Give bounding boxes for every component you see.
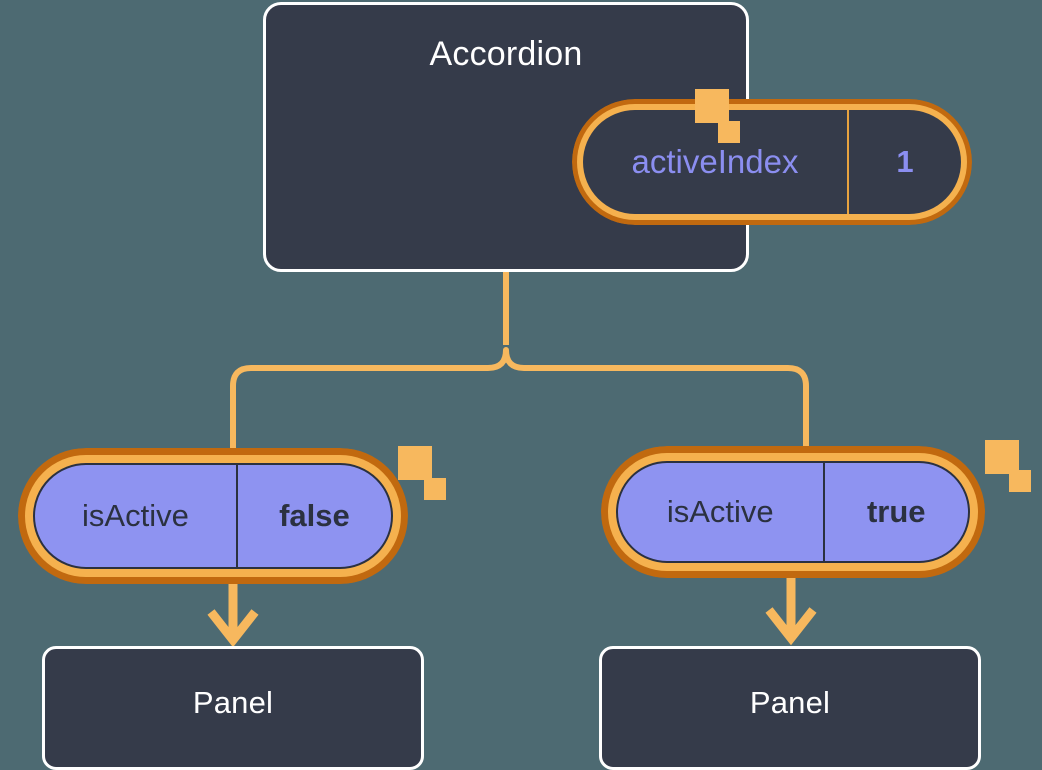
- sparkle-icon: [424, 478, 446, 500]
- sparkle-icon: [398, 446, 432, 480]
- panel-card-right-title: Panel: [749, 685, 831, 720]
- panel-card-left-title: Panel: [192, 685, 274, 720]
- sparkle-icon: [695, 89, 729, 123]
- state-key-label: isActive: [618, 463, 825, 561]
- pill-body: activeIndex 1: [583, 110, 961, 214]
- accordion-card[interactable]: Accordion activeIndex 1: [263, 2, 972, 272]
- pill-body: isActive false: [33, 463, 393, 569]
- state-value-label: true: [866, 494, 926, 529]
- pill-body: isActive true: [616, 461, 970, 563]
- arrow-down-icon-right: [765, 578, 817, 646]
- state-key-label: activeIndex: [583, 110, 849, 214]
- state-pill-is-active-false[interactable]: isActive false: [18, 448, 408, 584]
- state-key-label: isActive: [35, 465, 238, 567]
- wire-branches: [230, 347, 809, 451]
- state-value-label: false: [279, 498, 350, 533]
- sparkle-icon: [718, 121, 740, 143]
- accordion-card-title: Accordion: [429, 35, 583, 73]
- state-pill-is-active-true[interactable]: isActive true: [601, 446, 985, 578]
- sparkle-icon: [1009, 470, 1031, 492]
- panel-card-right[interactable]: Panel: [599, 646, 981, 770]
- arrow-down-icon-left: [207, 583, 259, 648]
- state-pill-active-index[interactable]: activeIndex 1: [572, 99, 972, 225]
- panel-card-left[interactable]: Panel: [42, 646, 424, 770]
- state-value-label: 1: [896, 144, 914, 179]
- sparkle-icon: [985, 440, 1019, 474]
